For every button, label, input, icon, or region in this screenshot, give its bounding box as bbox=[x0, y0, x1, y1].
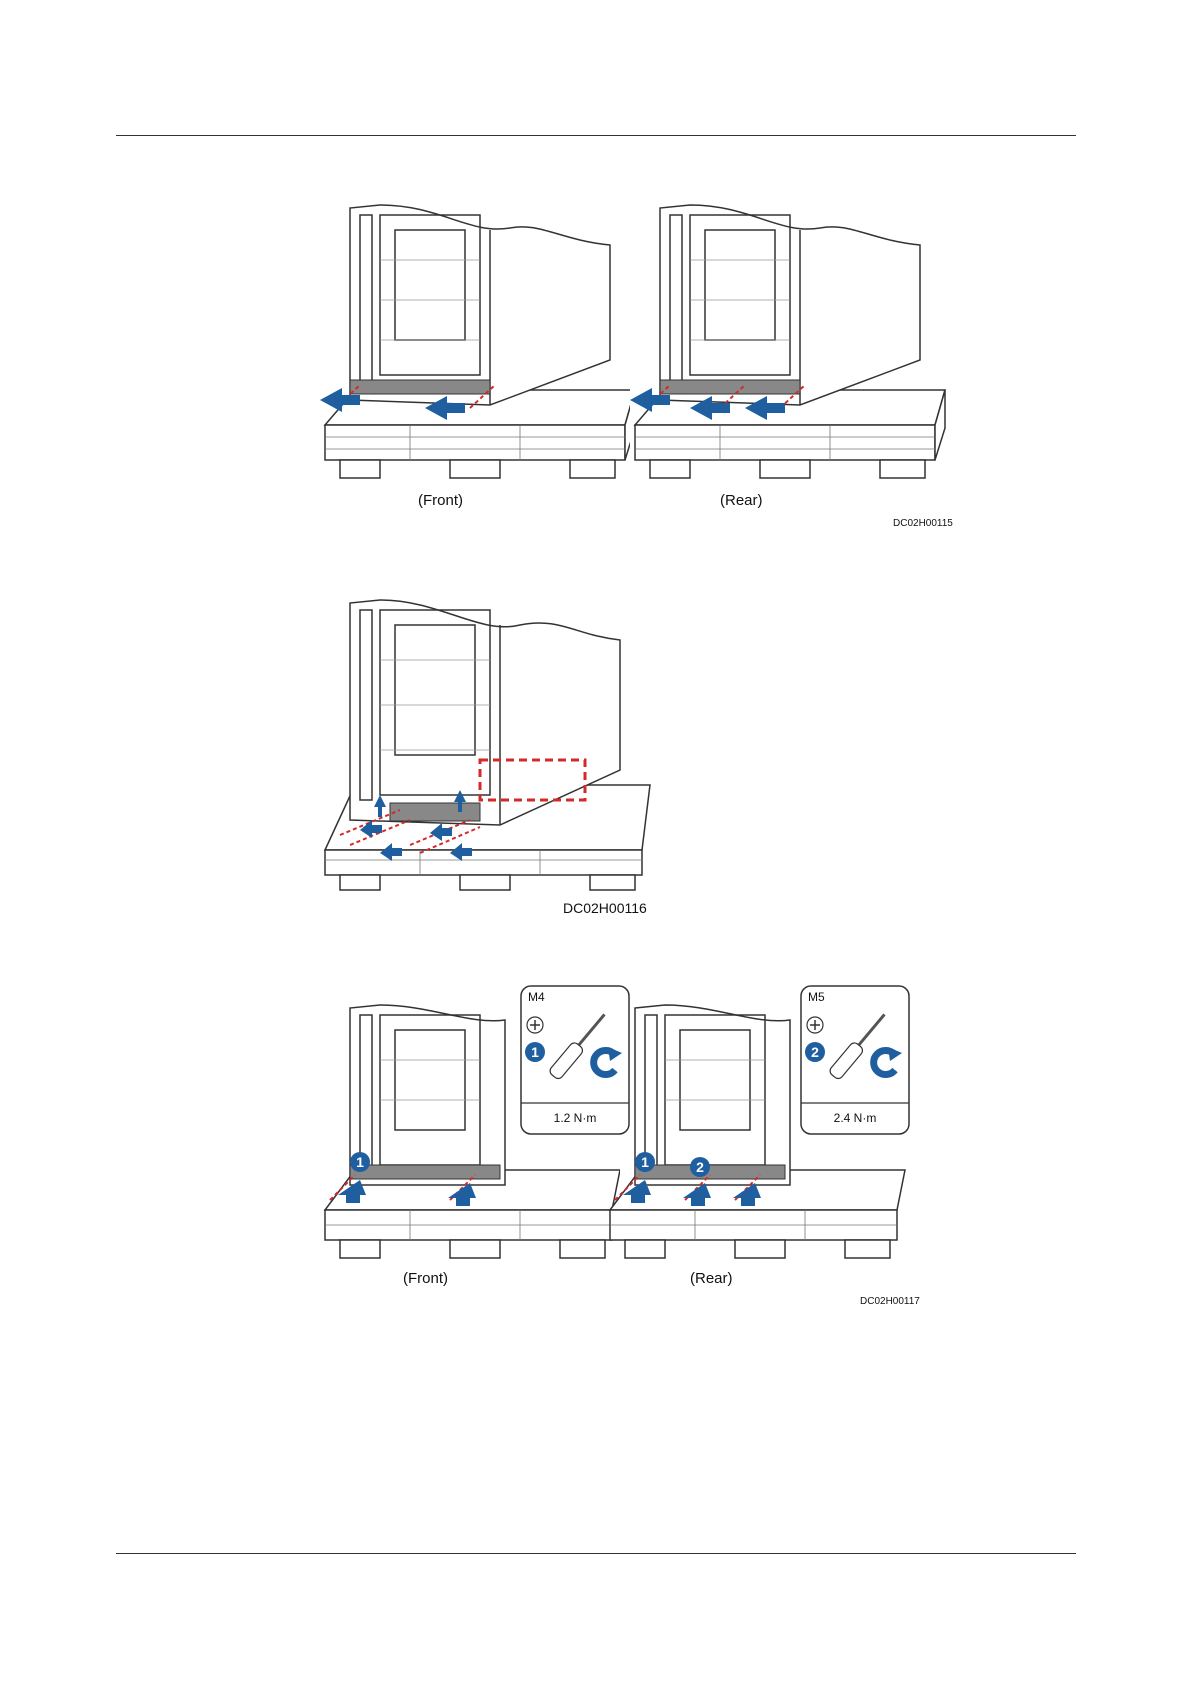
tool-box-m4-bolt: M4 bbox=[528, 990, 545, 1004]
figure-1-front-caption: (Front) bbox=[418, 492, 463, 509]
tool-box-m4-torque: 1.2 N·m bbox=[525, 1111, 625, 1125]
tool-box-m5-torque: 2.4 N·m bbox=[805, 1111, 905, 1125]
figure-3-rear-caption: (Rear) bbox=[690, 1270, 733, 1287]
figure-2-id: DC02H00116 bbox=[563, 900, 647, 916]
figure-3-id: DC02H00117 bbox=[860, 1296, 920, 1307]
svg-text:1: 1 bbox=[641, 1154, 649, 1170]
figure-2-illustration bbox=[320, 595, 660, 895]
figure-1-front-illustration bbox=[320, 200, 630, 490]
figure-1-id: DC02H00115 bbox=[893, 518, 953, 529]
footer-rule bbox=[116, 1553, 1076, 1554]
svg-text:2: 2 bbox=[696, 1159, 704, 1175]
figure-3-front-caption: (Front) bbox=[403, 1270, 448, 1287]
figure-1-rear-caption: (Rear) bbox=[720, 492, 763, 509]
figure-1-rear-illustration bbox=[630, 200, 950, 490]
svg-text:1: 1 bbox=[531, 1044, 539, 1060]
svg-text:1: 1 bbox=[356, 1154, 364, 1170]
tool-box-m5-bolt: M5 bbox=[808, 990, 825, 1004]
header-rule bbox=[116, 135, 1076, 136]
svg-text:2: 2 bbox=[811, 1044, 819, 1060]
